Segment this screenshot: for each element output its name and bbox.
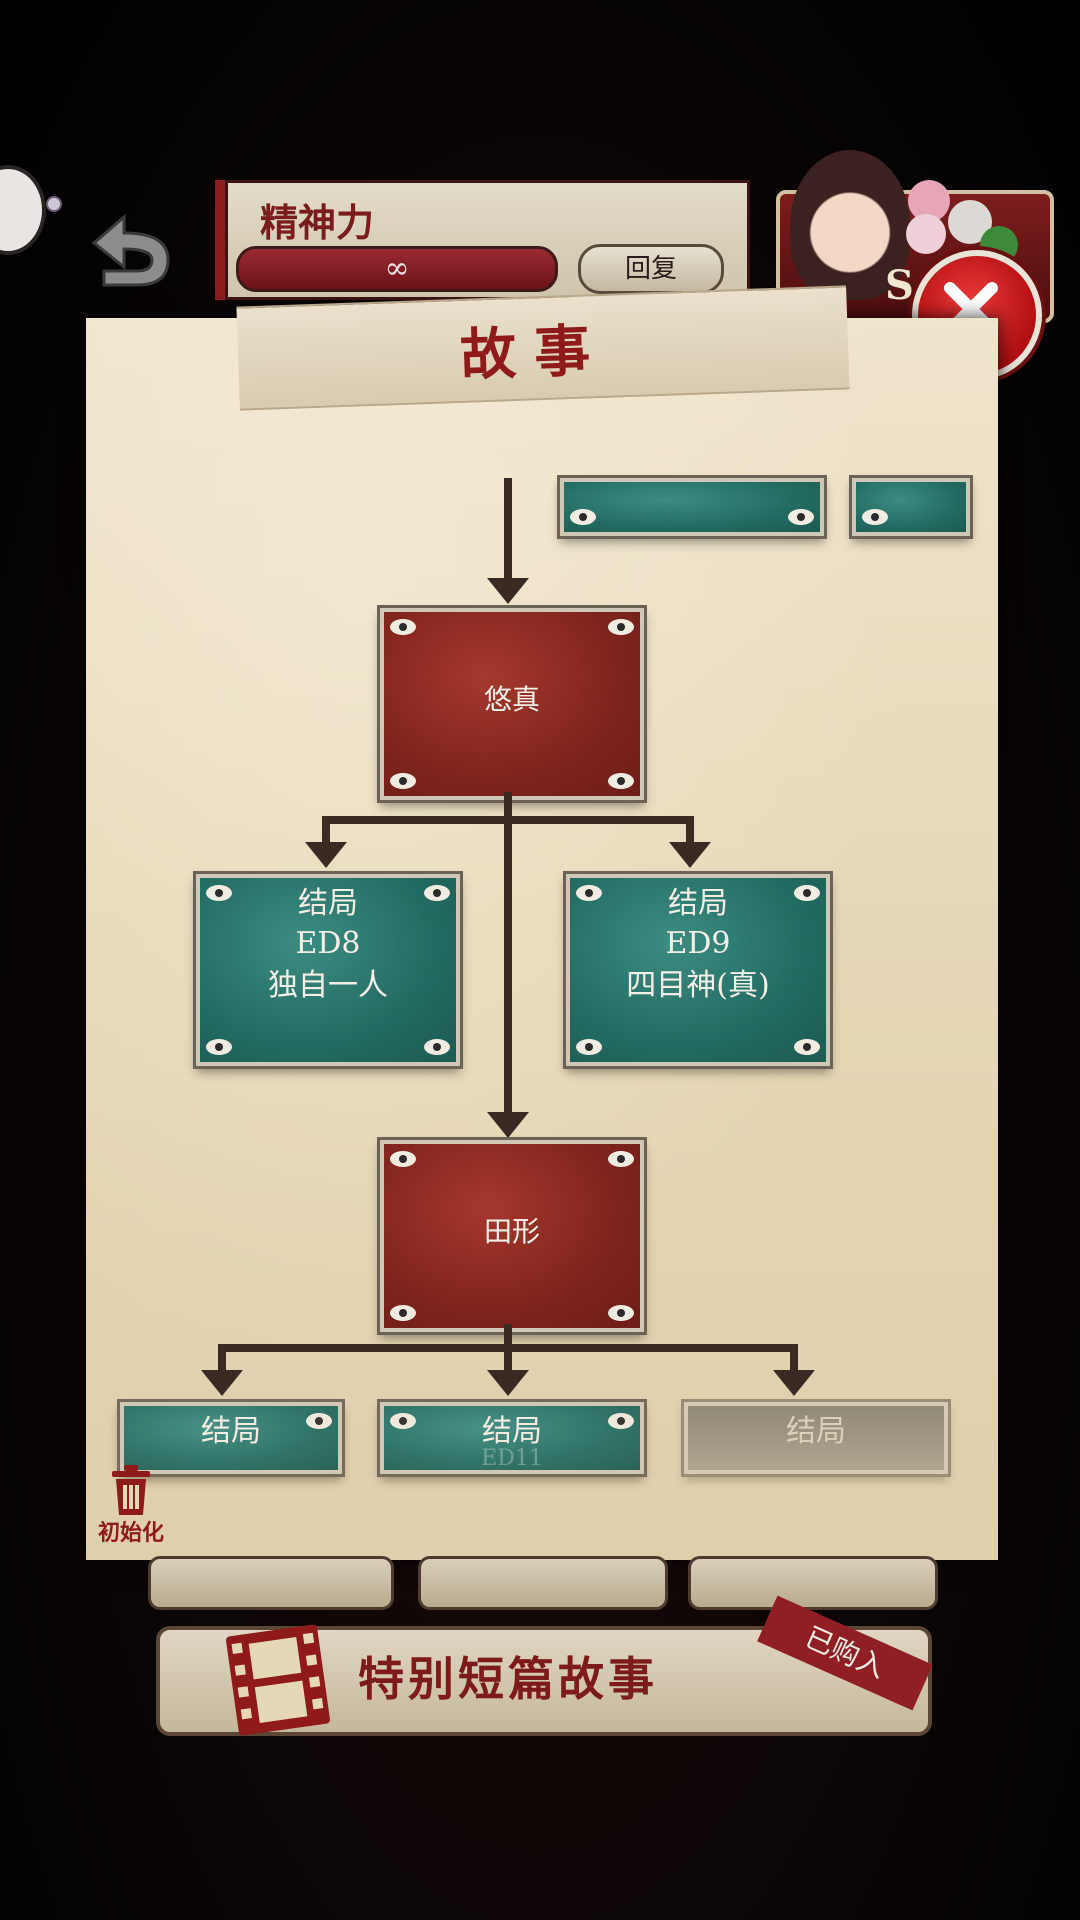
eye-icon [608,1151,634,1167]
menu-button[interactable] [688,1556,938,1610]
ending-label: 结局 [482,1414,542,1449]
ending-code-partial: ED11 [481,1446,543,1471]
ending-node-ed9[interactable]: 结局 ED9 四目神(真) [566,874,830,1066]
ending-node-ed8[interactable]: 结局 ED8 独自一人 [196,874,460,1066]
ending-node-partial-mid[interactable]: 结局 ED11 [380,1402,644,1474]
connector-line [218,1344,798,1352]
arrow-head-icon [487,1112,529,1138]
avatar[interactable] [790,150,910,300]
arrow-head-icon [669,842,711,868]
menu-button[interactable] [148,1556,394,1610]
eye-icon [306,1413,332,1429]
clock-indicator-dot [46,196,62,212]
eye-icon [390,619,416,635]
connector-line [322,816,694,824]
story-node-partial[interactable] [852,478,970,536]
story-node-yuzhen[interactable]: 悠真 [380,608,644,800]
story-node-partial[interactable] [560,478,824,536]
arrow-head-icon [487,1370,529,1396]
connector-line [218,1344,226,1374]
eye-icon [608,1305,634,1321]
ending-label: 结局 [201,1414,261,1449]
connector-line [686,816,694,856]
eye-icon [788,509,814,525]
menu-button[interactable] [418,1556,668,1610]
arrow-head-icon [773,1370,815,1396]
arrow-head-icon [487,578,529,604]
arrow-head-icon [305,842,347,868]
reset-label[interactable]: 初始化 [98,1520,165,1546]
trash-icon[interactable] [108,1465,154,1517]
ending-label: 结局 [668,886,728,921]
eye-icon [390,1413,416,1429]
story-node-tianxing[interactable]: 田形 [380,1140,644,1332]
connector-line [504,478,512,590]
clock-icon[interactable] [0,165,46,255]
panel-title: 故事 [459,317,610,389]
connector-line [504,792,512,1116]
back-button[interactable] [82,205,182,305]
connector-line [504,1324,512,1384]
eye-icon [424,885,450,901]
ending-name: 独自一人 [268,968,388,1003]
connector-line [790,1344,798,1374]
ending-node-partial-left[interactable]: 结局 [120,1402,342,1474]
node-label: 田形 [483,1215,540,1248]
ending-name: 四目神(真) [626,968,770,1003]
eye-icon [608,619,634,635]
eye-icon [390,1305,416,1321]
film-icon [226,1624,330,1736]
back-arrow-icon [91,213,170,287]
energy-label: 精神力 [260,200,375,245]
ending-code: ED9 [665,926,731,961]
energy-bar: ∞ [236,246,558,292]
eye-icon [608,773,634,789]
special-story-label: 特别短篇故事 [358,1652,658,1706]
eye-icon [576,885,602,901]
eye-icon [390,1151,416,1167]
ending-node-partial-right[interactable]: 结局 [684,1402,948,1474]
eye-icon [862,509,888,525]
connector-line [322,816,330,856]
recover-button[interactable]: 回复 [578,244,724,294]
eye-icon [570,509,596,525]
eye-icon [206,1039,232,1055]
eye-icon [206,885,232,901]
eye-icon [794,1039,820,1055]
eye-icon [794,885,820,901]
balloon-icon [906,214,946,254]
ending-label: 结局 [786,1414,846,1449]
eye-icon [576,1039,602,1055]
node-label: 悠真 [483,683,540,716]
ending-code: ED8 [295,926,361,961]
eye-icon [608,1413,634,1429]
eye-icon [390,773,416,789]
arrow-head-icon [201,1370,243,1396]
avatar-badge: S [885,262,914,309]
ending-label: 结局 [298,886,358,921]
eye-icon [424,1039,450,1055]
